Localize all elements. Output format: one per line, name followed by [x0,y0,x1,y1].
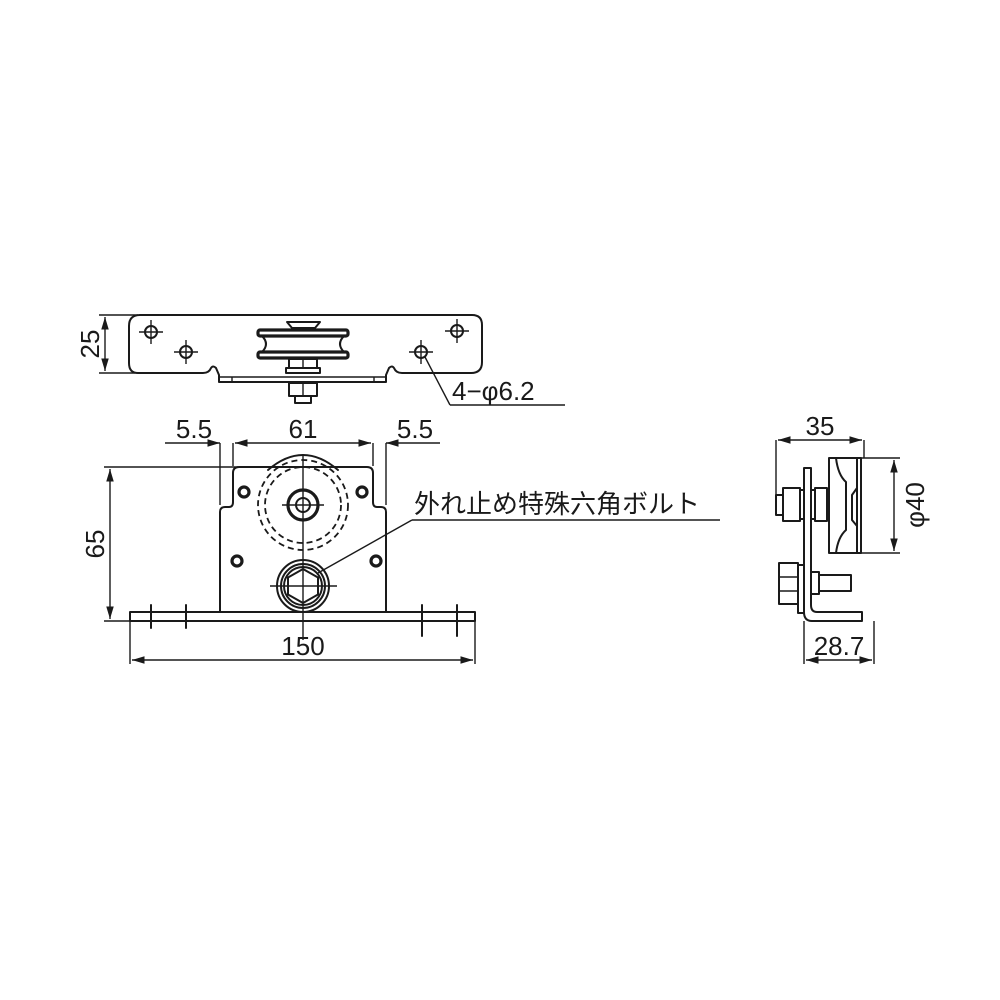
top-plate-outline [128,314,483,383]
hole-callout: 4−φ6.2 [452,376,535,406]
base-depth-dim: 28.7 [814,631,865,661]
mount-hole-3 [409,340,433,364]
base-hole-marks [150,604,458,637]
mount-hole-1 [139,320,163,344]
front-height-dim: 65 [80,530,110,559]
side-wheel [828,457,862,554]
top-bolt [285,358,321,404]
top-height-dim: 25 [75,330,105,359]
mount-hole-2 [174,340,198,364]
side-bracket [803,467,863,622]
right-offset-dim: 5.5 [397,414,433,444]
wheel-diameter-dim: φ40 [900,482,930,528]
side-view: 35 φ40 28.7 [775,411,930,664]
mount-hole-4 [445,319,469,343]
top-view: 25 4−φ6.2 [75,314,565,406]
front-view: 5.5 61 5.5 65 150 外れ止め特殊六角ボルト [80,414,720,664]
base-width-dim: 150 [281,631,324,661]
bolt-callout: 外れ止め特殊六角ボルト [414,490,700,520]
top-wheel [256,321,350,360]
side-depth-dim: 35 [806,411,835,441]
center-width-dim: 61 [289,414,318,444]
left-offset-dim: 5.5 [176,414,212,444]
